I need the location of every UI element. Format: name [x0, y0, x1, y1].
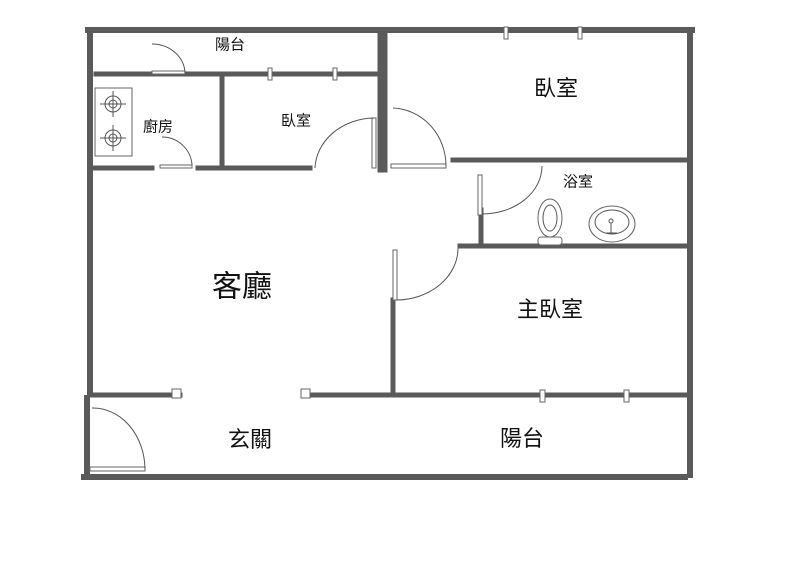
- label-living-room: 客廳: [212, 270, 272, 305]
- windows: [171, 26, 630, 403]
- sink-icon: [588, 205, 636, 243]
- doors: [89, 43, 543, 472]
- label-bathroom: 浴室: [563, 173, 593, 191]
- label-bedroom-small: 臥室: [281, 112, 311, 130]
- label-balcony-top: 陽台: [215, 36, 245, 54]
- label-bedroom-large: 臥室: [534, 77, 578, 102]
- label-balcony-bottom: 陽台: [500, 427, 544, 452]
- label-entrance: 玄關: [228, 428, 272, 453]
- stove-icon: [94, 87, 133, 157]
- room-labels: 陽台 臥室 廚房 臥室 浴室 客廳 主臥室 玄關 陽台: [143, 36, 593, 454]
- label-kitchen: 廚房: [143, 118, 173, 136]
- toilet-icon: [537, 198, 563, 246]
- walls: [81, 27, 695, 480]
- label-master-bedroom: 主臥室: [517, 298, 583, 323]
